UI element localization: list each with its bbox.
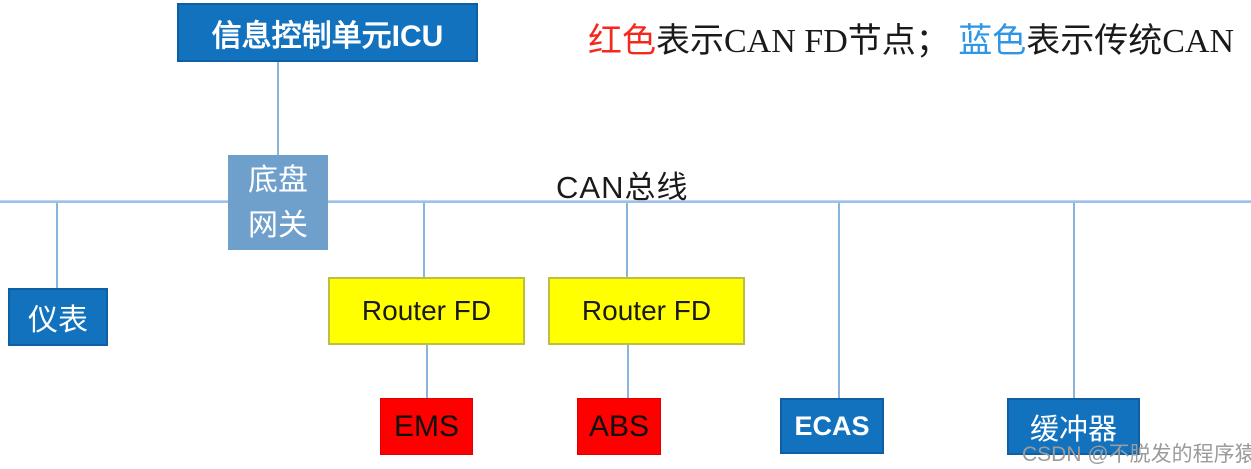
- ecas-node-label: ECAS: [794, 410, 870, 441]
- chassis-gateway-label-line2: 网关: [248, 208, 308, 242]
- chassis-gateway-node-box: 底盘 网关: [228, 155, 328, 250]
- chassis-gateway-label-line1: 底盘: [248, 163, 308, 197]
- buffer-node-label: 缓冲器: [1029, 413, 1117, 446]
- connector-bus-ecas: [838, 203, 840, 398]
- icu-node-label: 信息控制单元ICU: [211, 19, 444, 53]
- watermark: CSDN @不脱发的程序猿: [1022, 443, 1251, 466]
- abs-node-box: ABS: [577, 398, 661, 455]
- legend: 红色表示CAN FD节点； 蓝色表示传统CAN: [588, 13, 1234, 62]
- icu-node-box: 信息控制单元ICU: [177, 3, 478, 62]
- router-fd-1-box: Router FD: [328, 277, 525, 345]
- router-fd-2-label: Router FD: [581, 295, 712, 326]
- connector-bus-routerfd1: [423, 203, 425, 277]
- connector-bus-buffer: [1073, 203, 1075, 398]
- instrument-node-label: 仪表: [28, 304, 88, 337]
- can-bus-label: CAN总线: [556, 170, 689, 205]
- buffer-node-box: 缓冲器: [1007, 398, 1140, 455]
- connector-icu-gateway: [277, 62, 279, 155]
- router-fd-1-label: Router FD: [361, 295, 492, 326]
- ems-node-label: EMS: [393, 409, 459, 443]
- abs-node-label: ABS: [588, 409, 650, 443]
- ecas-node-box: ECAS: [780, 398, 884, 454]
- legend-red-description: 表示CAN FD节点；: [656, 23, 959, 60]
- router-fd-2-box: Router FD: [548, 277, 745, 345]
- legend-blue-description: 表示传统CAN: [1026, 23, 1235, 60]
- connector-bus-instrument: [56, 203, 58, 288]
- can-bus-line: [0, 200, 1251, 203]
- legend-blue-label: 蓝色: [958, 23, 1027, 60]
- connector-bus-routerfd2: [626, 203, 628, 277]
- legend-red-label: 红色: [588, 23, 656, 60]
- connector-routerfd2-abs: [627, 345, 629, 398]
- instrument-node-box: 仪表: [8, 288, 108, 346]
- connector-routerfd1-ems: [426, 345, 428, 398]
- ems-node-box: EMS: [380, 398, 473, 455]
